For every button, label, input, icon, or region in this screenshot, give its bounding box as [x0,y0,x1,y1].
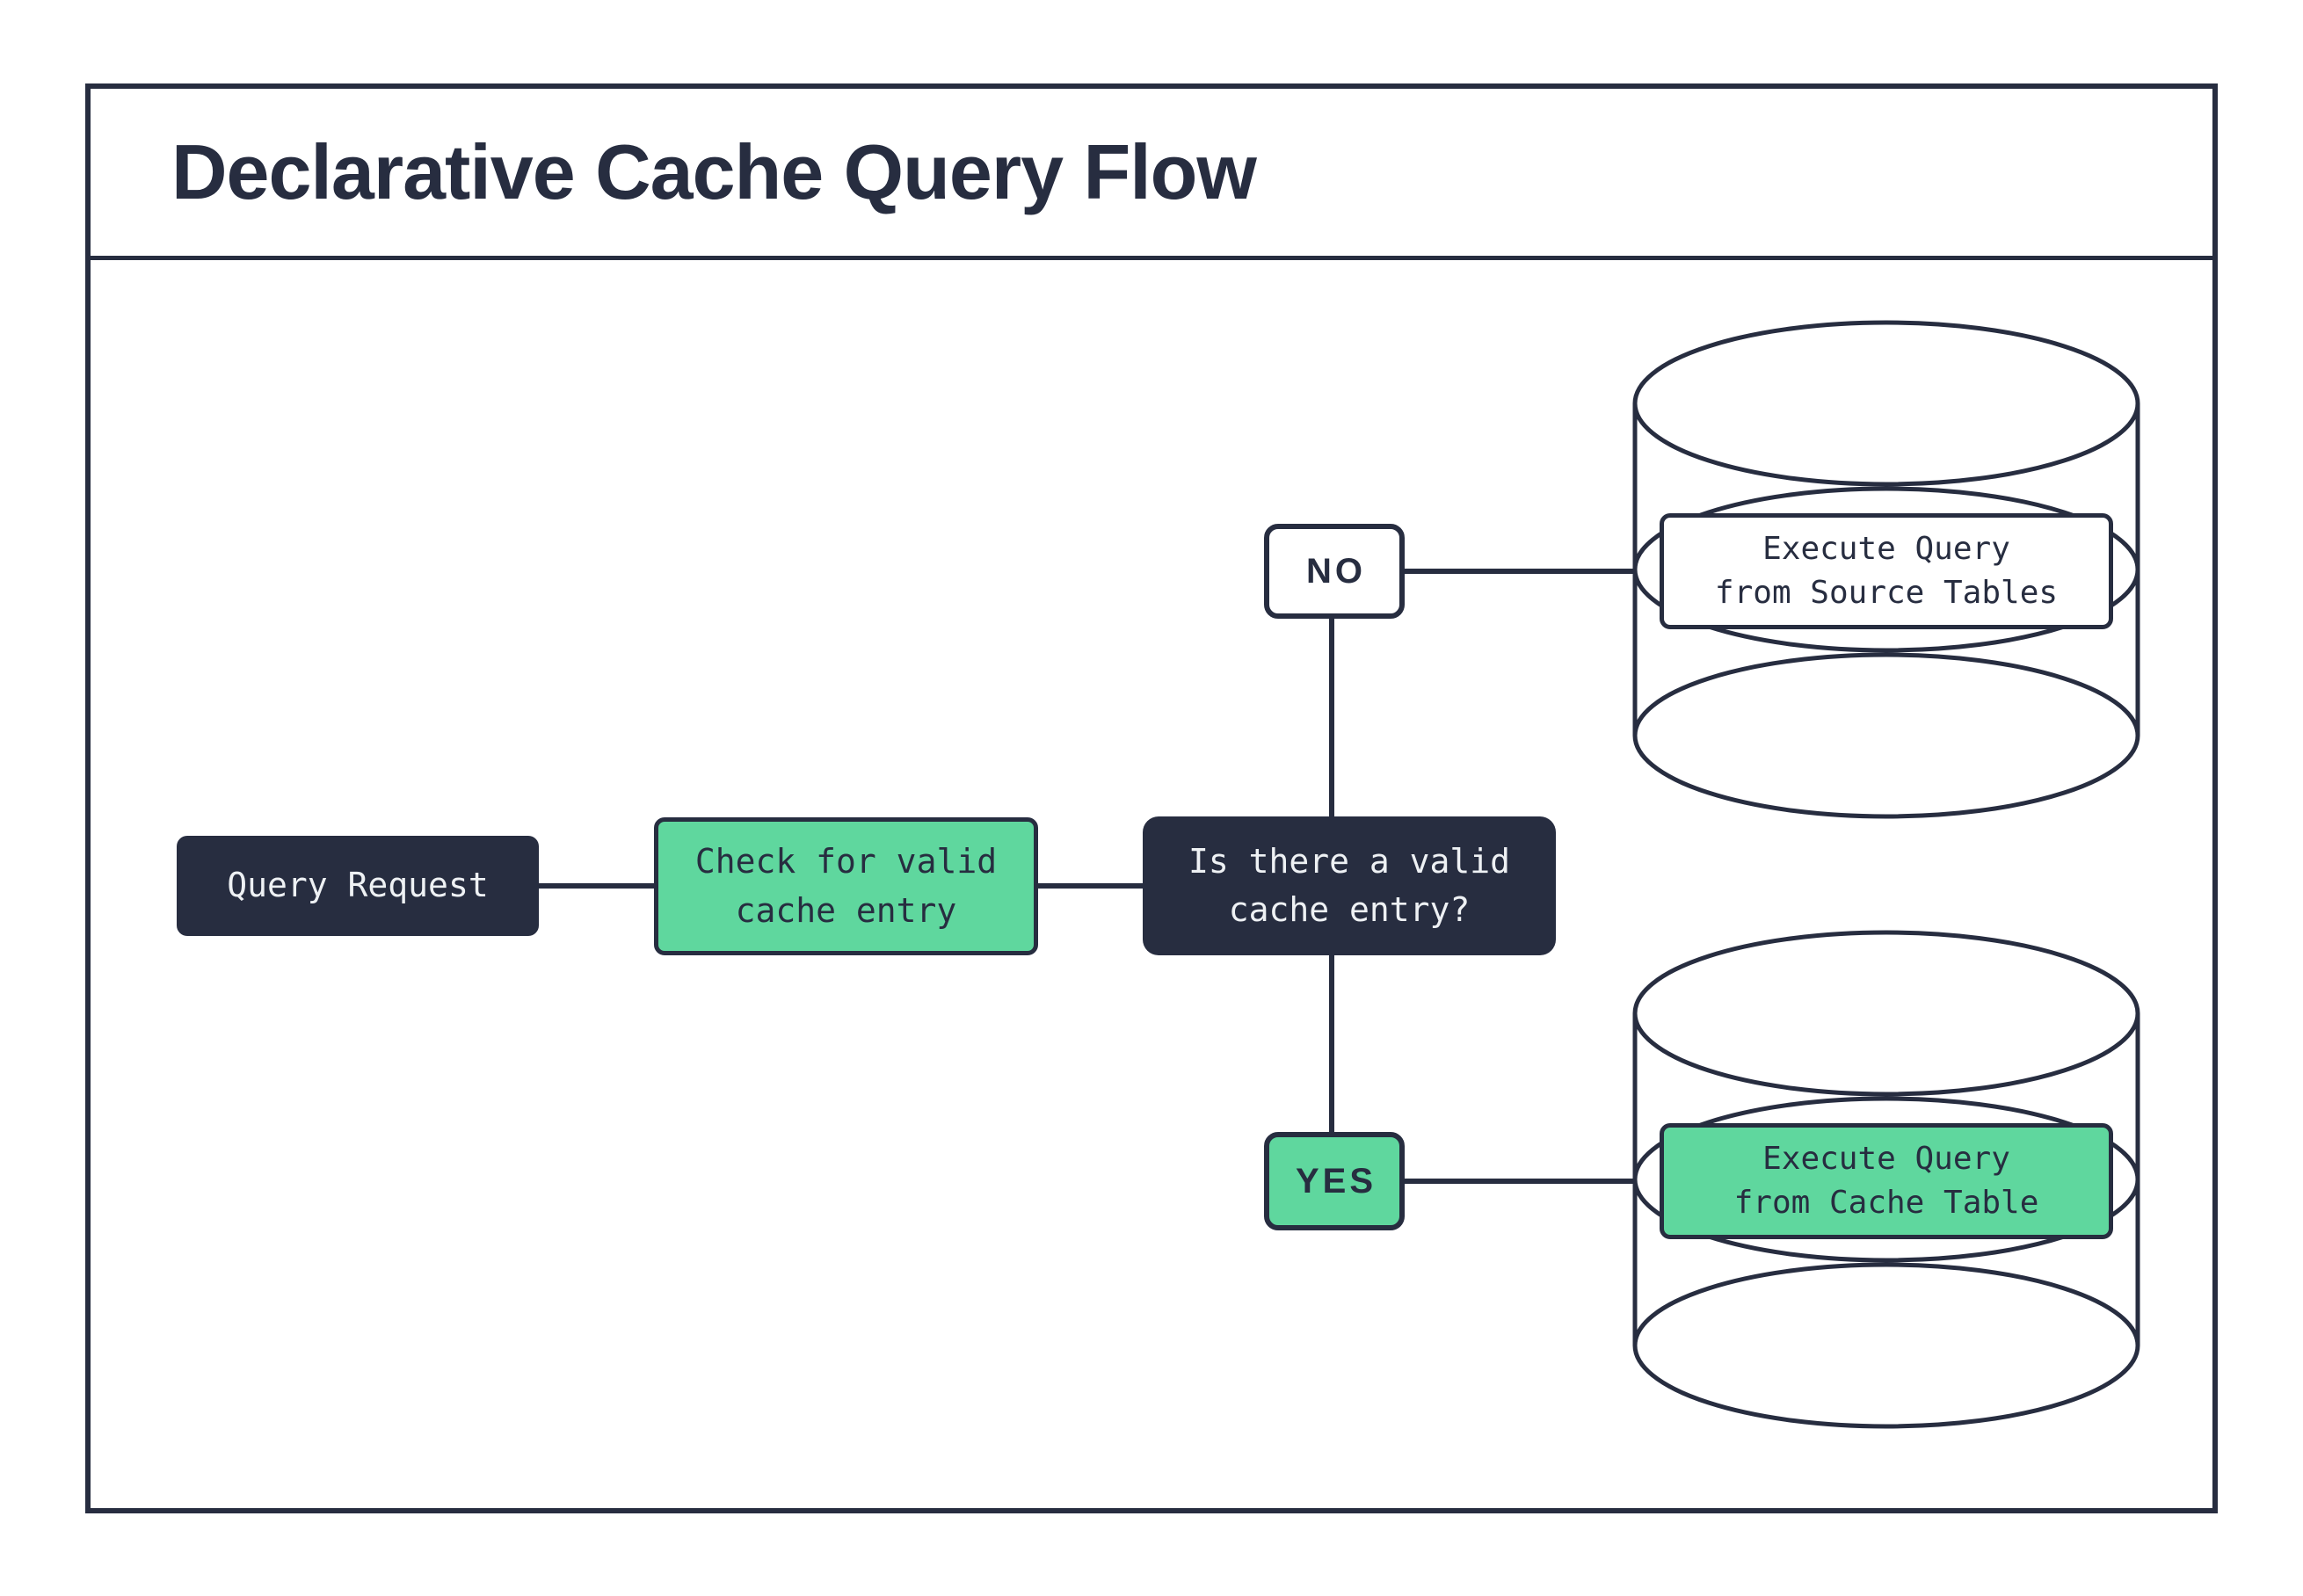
node-execute-source-line2: from Source Tables [1714,575,2059,611]
node-query-request: Query Request [177,836,539,936]
node-branch-yes: YES [1264,1132,1405,1230]
connector-query-to-check [539,883,654,889]
node-decision-line1: Is there a valid [1188,841,1511,881]
node-execute-cache-line2: from Cache Table [1733,1185,2039,1221]
node-decision-line2: cache entry? [1228,890,1471,929]
cylinder-bottom-disc [1632,652,2140,819]
node-execute-cache: Execute Query from Cache Table [1660,1123,2113,1239]
node-check-cache-line1: Check for valid [694,842,998,881]
node-execute-cache-line1: Execute Query [1762,1140,2010,1177]
connector-decision-to-no [1329,619,1334,816]
node-check-cache-line2: cache entry [735,890,957,930]
cylinder-middle-disc [1632,1096,2140,1263]
cylinder-bottom-disc [1632,1262,2140,1429]
connector-decision-to-yes [1329,955,1334,1132]
node-execute-source: Execute Query from Source Tables [1660,513,2113,629]
node-branch-no: NO [1264,524,1405,619]
node-query-request-label: Query Request [227,866,489,905]
cylinder-top-disc [1632,930,2140,1097]
connector-no-to-source-db [1405,569,1635,574]
page-title: Declarative Cache Query Flow [171,128,1257,215]
connector-yes-to-cache-db [1405,1179,1635,1184]
node-branch-no-label: NO [1306,552,1366,591]
title-bar: Declarative Cache Query Flow [91,89,2212,260]
node-execute-source-line1: Execute Query [1762,530,2010,567]
cylinder-top-disc [1632,320,2140,487]
node-branch-yes-label: YES [1295,1162,1377,1201]
connector-check-to-decision [1038,883,1143,889]
node-decision-valid-cache: Is there a valid cache entry? [1143,816,1556,955]
cylinder-middle-disc [1632,486,2140,653]
node-check-cache: Check for valid cache entry [654,817,1038,955]
